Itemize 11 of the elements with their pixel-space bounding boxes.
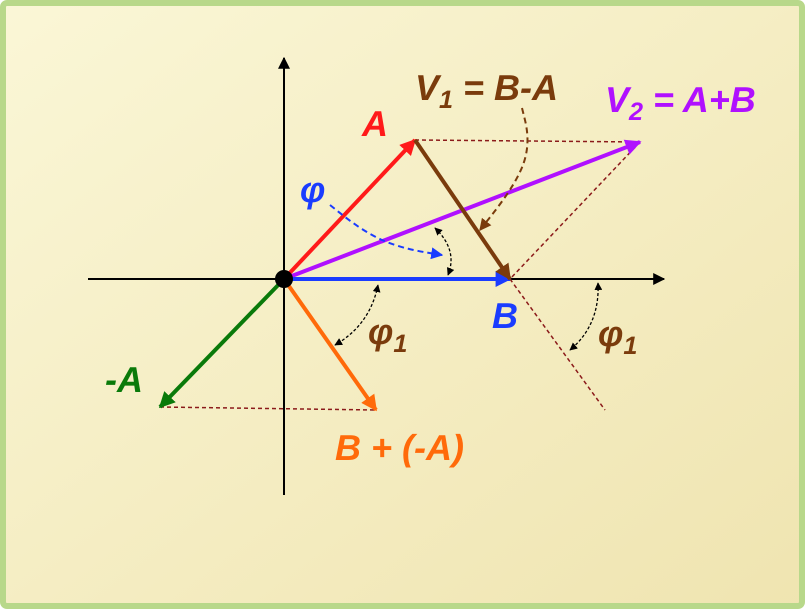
vector-label: A — [362, 106, 388, 142]
angle-label: φ$_{1}$ — [368, 314, 408, 358]
angle-label: φ$_{1}$ — [598, 316, 638, 360]
vector-label: V$_{2}$ = A+B — [605, 82, 756, 126]
leader-line — [479, 108, 528, 231]
vector-label: -A — [105, 362, 143, 398]
vector-label: B + (-A) — [335, 430, 464, 466]
leader-line — [329, 204, 444, 260]
vector-label: V$_{1}$ = B-A — [415, 70, 558, 114]
vector-label: φ — [300, 172, 326, 208]
vector-label: B — [492, 298, 518, 334]
